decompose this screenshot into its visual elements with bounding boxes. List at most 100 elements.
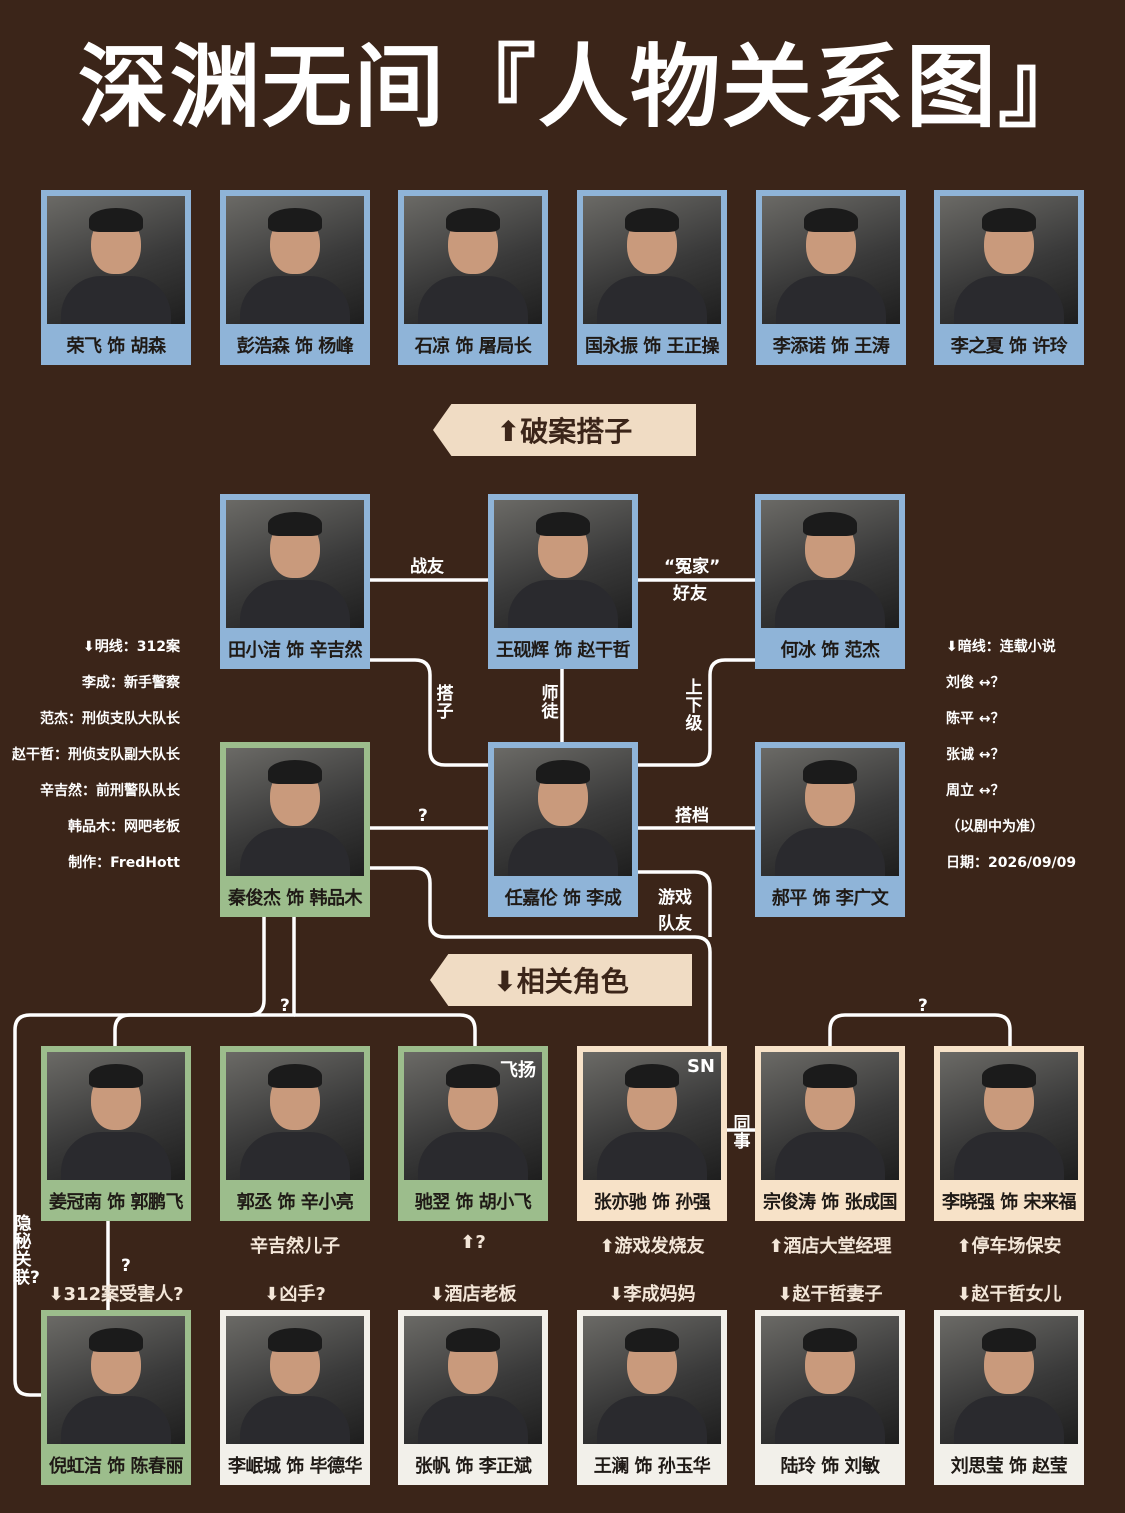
right-note: （以剧中为准） (946, 819, 1044, 835)
relation-q-right: ? (918, 996, 928, 1016)
portrait (47, 1316, 185, 1444)
section-related: ⬇相关角色 (430, 954, 692, 1006)
card-caption: 刘思莹 饰 赵莹 (950, 1455, 1068, 1477)
card-caption: 驰翌 饰 胡小飞 (414, 1191, 532, 1213)
card-li-cheng: 任嘉伦 饰 李成 (488, 742, 638, 917)
right-note: 陈平 ↔？ (946, 711, 1005, 727)
role-note: ⬆? (460, 1232, 486, 1253)
relation-duiyou: 队友 (658, 914, 692, 934)
card-sun-qiang: SN 张亦驰 饰 孙强 (577, 1046, 727, 1221)
left-note: 赵干哲：刑侦支队副大队长 (12, 747, 180, 763)
portrait (940, 1052, 1078, 1180)
card-hu-sen: 荣飞 饰 胡森 (41, 190, 191, 365)
right-note: 张诚 ↔？ (946, 747, 1005, 763)
card-caption: 国永振 饰 王正操 (584, 335, 720, 357)
portrait (226, 1316, 364, 1444)
card-caption: 倪虹洁 饰 陈春丽 (48, 1455, 184, 1477)
card-xu-ling: 李之夏 饰 许玲 (934, 190, 1084, 365)
line-zhang-song (828, 1013, 1012, 1046)
line-tian-ren (370, 658, 488, 767)
card-tu-juzhang: 石凉 饰 屠局长 (398, 190, 548, 365)
portrait (761, 1052, 899, 1180)
role-note: ⬇312案受害人? (48, 1284, 184, 1305)
right-note: 周立 ↔？ (946, 783, 1005, 799)
portrait (761, 1316, 899, 1444)
line-qin-hu (294, 1013, 477, 1046)
card-caption: 宗俊涛 饰 张成国 (762, 1191, 898, 1213)
card-sun-yuhua: 王澜 饰 孙玉华 (577, 1310, 727, 1485)
portrait (761, 500, 899, 628)
left-note: 制作：FredHott (68, 855, 180, 871)
portrait (226, 748, 364, 876)
line-qin-left (13, 916, 266, 1397)
card-caption: 彭浩森 饰 杨峰 (236, 335, 354, 357)
card-song-laifu: 李晓强 饰 宋来福 (934, 1046, 1084, 1221)
card-caption: 任嘉伦 饰 李成 (504, 887, 622, 909)
portrait (226, 196, 364, 324)
left-note: 范杰：刑侦支队大队长 (40, 711, 180, 727)
portrait (940, 196, 1078, 324)
photo-tag: 飞扬 (500, 1060, 536, 1081)
card-caption: 郭丞 饰 辛小亮 (236, 1191, 354, 1213)
portrait (761, 748, 899, 876)
role-note: 辛吉然儿子 (250, 1236, 340, 1257)
card-xin-jiran: 田小洁 饰 辛吉然 (220, 494, 370, 669)
card-liu-min: 陆玲 饰 刘敏 (755, 1310, 905, 1485)
portrait (494, 500, 632, 628)
portrait (494, 748, 632, 876)
line-qin-sun (370, 866, 712, 1046)
role-note: ⬆游戏发烧友 (599, 1236, 705, 1257)
page-title: 深渊无间『人物关系图』 (78, 35, 1090, 140)
card-caption: 李之夏 饰 许玲 (950, 335, 1068, 357)
left-note: 辛吉然：前刑警队队长 (40, 783, 180, 799)
card-caption: 李岷城 饰 毕德华 (227, 1455, 363, 1477)
card-caption: 姜冠南 饰 郭鹏飞 (48, 1191, 184, 1213)
relation-shitu: 师徒 (541, 684, 559, 722)
portrait (583, 196, 721, 324)
card-caption: 李晓强 饰 宋来福 (941, 1191, 1077, 1213)
card-caption: 陆玲 饰 刘敏 (780, 1455, 880, 1477)
card-chen-chunli: 倪虹洁 饰 陈春丽 (41, 1310, 191, 1485)
portrait (226, 1052, 364, 1180)
card-bi-dehua: 李岷城 饰 毕德华 (220, 1310, 370, 1485)
portrait: SN (583, 1052, 721, 1180)
portrait (940, 1316, 1078, 1444)
card-caption: 荣飞 饰 胡森 (66, 335, 166, 357)
card-caption: 张帆 饰 李正斌 (414, 1455, 532, 1477)
relation-question: ? (418, 806, 428, 826)
card-li-zhengbin: 张帆 饰 李正斌 (398, 1310, 548, 1485)
card-han-pinmu: 秦俊杰 饰 韩品木 (220, 742, 370, 917)
relation-shangxiaji: 上下级 (685, 678, 703, 734)
role-note: ⬆酒店大堂经理 (768, 1236, 892, 1257)
relation-dazi: 搭子 (436, 684, 454, 722)
card-wang-tao: 李添诺 饰 王涛 (756, 190, 906, 365)
card-caption: 王澜 饰 孙玉华 (593, 1455, 711, 1477)
role-note: ⬇赵干哲妻子 (777, 1284, 883, 1305)
role-note: ⬇酒店老板 (429, 1284, 517, 1305)
relation-haoyou: 好友 (673, 584, 707, 604)
left-note: ⬇明线：312案 (83, 639, 180, 655)
portrait (583, 1316, 721, 1444)
right-note: ⬇暗线：连载小说 (946, 639, 1056, 655)
portrait (47, 1052, 185, 1180)
role-note: ⬇李成妈妈 (608, 1284, 696, 1305)
line-ren-sun (636, 870, 712, 937)
card-wang-zhengcao: 国永振 饰 王正操 (577, 190, 727, 365)
card-zhang-chengguo: 宗俊涛 饰 张成国 (755, 1046, 905, 1221)
right-note: 日期：2026/09/09 (946, 855, 1077, 871)
card-caption: 李添诺 饰 王涛 (772, 335, 890, 357)
card-hu-xiaofei: 飞扬 驰翌 饰 胡小飞 (398, 1046, 548, 1221)
card-xin-xiaoliang: 郭丞 饰 辛小亮 (220, 1046, 370, 1221)
card-caption: 石凉 饰 屠局长 (414, 335, 532, 357)
relation-q-jiang: ? (121, 1256, 131, 1276)
card-zhao-ying: 刘思莹 饰 赵莹 (934, 1310, 1084, 1485)
card-caption: 田小洁 饰 辛吉然 (227, 639, 363, 661)
card-caption: 何冰 饰 范杰 (780, 639, 880, 661)
card-li-guangwen: 郝平 饰 李广文 (755, 742, 905, 917)
card-guo-pengfei: 姜冠南 饰 郭鹏飞 (41, 1046, 191, 1221)
card-caption: 张亦驰 饰 孙强 (593, 1191, 711, 1213)
relation-q-left: ? (280, 996, 290, 1016)
left-note: 韩品木：网吧老板 (68, 819, 180, 835)
